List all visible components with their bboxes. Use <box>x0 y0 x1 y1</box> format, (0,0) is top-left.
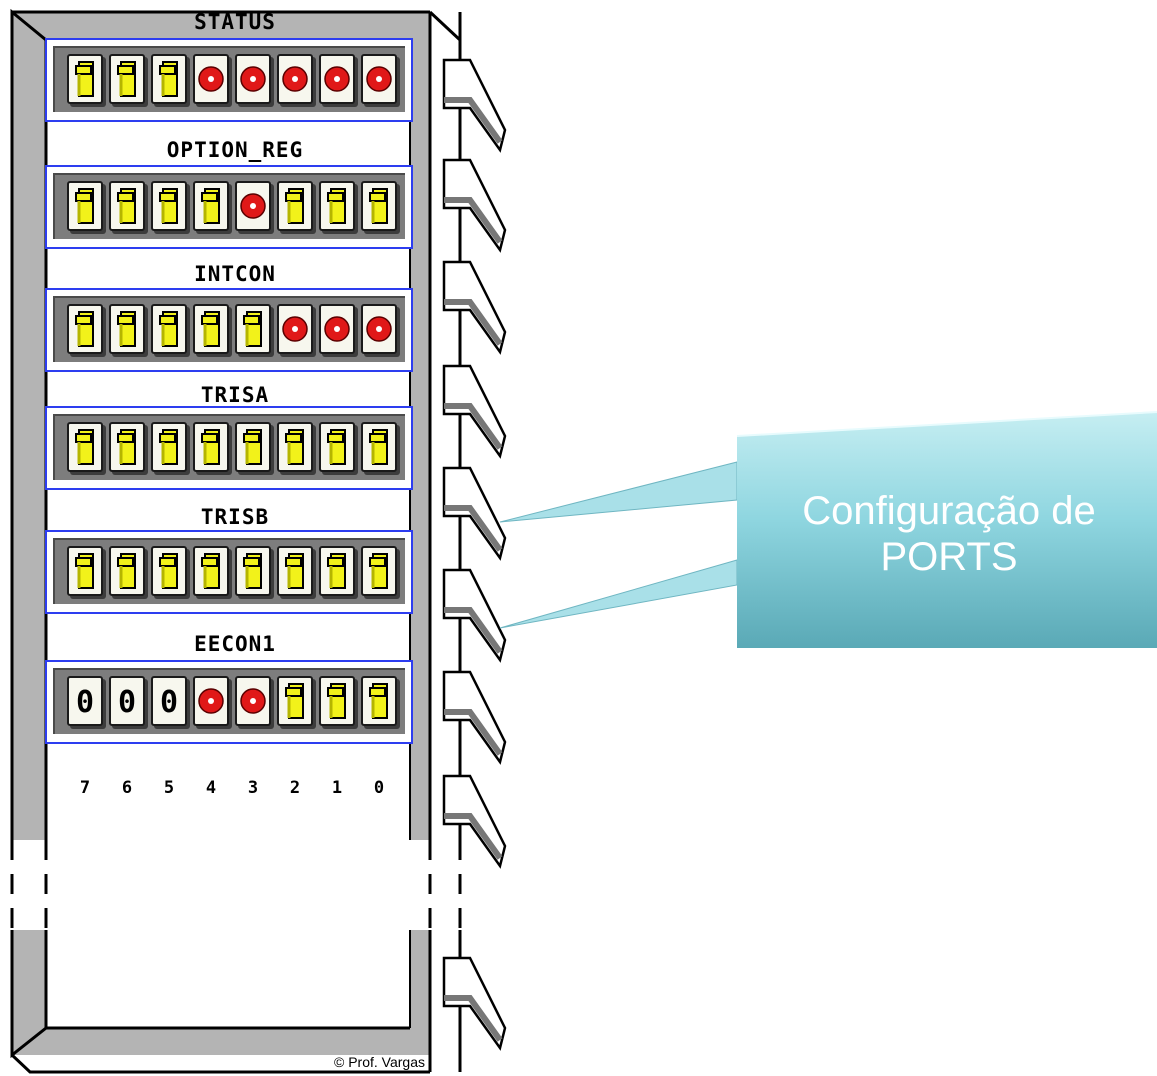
toggle-switch-icon[interactable] <box>109 546 145 596</box>
chip-break-mask <box>0 840 470 930</box>
toggle-switch-icon[interactable] <box>151 546 187 596</box>
chip-bottom-edge <box>10 1053 430 1074</box>
register-title: OPTION_REG <box>166 138 304 162</box>
toggle-switch-icon[interactable] <box>235 422 271 472</box>
red-led-icon[interactable] <box>277 304 313 354</box>
register-well <box>53 46 405 112</box>
register-box <box>45 406 413 490</box>
register-box <box>45 165 413 249</box>
toggle-switch-icon[interactable] <box>193 304 229 354</box>
bit-number-label: 6 <box>121 778 133 798</box>
callout-pointer-lower <box>499 559 738 629</box>
toggle-switch-icon[interactable] <box>151 422 187 472</box>
callout-line-2: PORTS <box>880 535 1018 579</box>
zero-bit: 0 <box>151 676 187 726</box>
bit-number-label: 0 <box>373 778 385 798</box>
toggle-switch-icon[interactable] <box>361 422 397 472</box>
toggle-switch-icon[interactable] <box>109 54 145 104</box>
toggle-switch-icon[interactable] <box>67 54 103 104</box>
callout-text: Configuração de PORTS <box>740 488 1157 580</box>
toggle-switch-icon[interactable] <box>67 422 103 472</box>
toggle-switch-icon[interactable] <box>67 546 103 596</box>
toggle-switch-icon[interactable] <box>319 422 355 472</box>
red-led-icon[interactable] <box>361 54 397 104</box>
toggle-switch-icon[interactable] <box>319 181 355 231</box>
toggle-switch-icon[interactable] <box>109 422 145 472</box>
bit-number-label: 4 <box>205 778 217 798</box>
register-well <box>53 296 405 362</box>
bit-number-label: 2 <box>289 778 301 798</box>
toggle-switch-icon[interactable] <box>277 181 313 231</box>
toggle-switch-icon[interactable] <box>319 676 355 726</box>
register-title: EECON1 <box>194 632 276 656</box>
toggle-switch-icon[interactable] <box>361 181 397 231</box>
register-well <box>53 173 405 239</box>
chip-pin <box>442 956 507 1051</box>
bit-number-label: 5 <box>163 778 175 798</box>
toggle-switch-icon[interactable] <box>67 181 103 231</box>
callout-pointer-upper <box>499 461 738 523</box>
zero-bit: 0 <box>109 676 145 726</box>
chip-pin <box>442 670 507 765</box>
register-title: TRISB <box>200 505 270 529</box>
red-led-icon[interactable] <box>235 181 271 231</box>
chip-pin <box>442 774 507 869</box>
toggle-switch-icon[interactable] <box>193 546 229 596</box>
toggle-switch-icon[interactable] <box>277 676 313 726</box>
bit-number-label: 3 <box>247 778 259 798</box>
register-title: STATUS <box>194 10 276 34</box>
red-led-icon[interactable] <box>361 304 397 354</box>
red-led-icon[interactable] <box>193 676 229 726</box>
toggle-switch-icon[interactable] <box>193 181 229 231</box>
callout-box <box>737 412 1157 648</box>
toggle-switch-icon[interactable] <box>151 304 187 354</box>
credit-text: © Prof. Vargas <box>334 1054 425 1070</box>
register-well <box>53 538 405 604</box>
toggle-switch-icon[interactable] <box>319 546 355 596</box>
chip-top-right-bevel <box>428 10 462 42</box>
toggle-switch-icon[interactable] <box>277 546 313 596</box>
register-title: INTCON <box>194 262 276 286</box>
toggle-switch-icon[interactable] <box>109 181 145 231</box>
red-led-icon[interactable] <box>277 54 313 104</box>
toggle-switch-icon[interactable] <box>193 422 229 472</box>
red-led-icon[interactable] <box>235 54 271 104</box>
bit-number-label: 1 <box>331 778 343 798</box>
chip-pin <box>442 466 507 561</box>
register-box <box>45 38 413 122</box>
register-title: TRISA <box>200 383 270 407</box>
bit-number-label: 7 <box>79 778 91 798</box>
register-box <box>45 288 413 372</box>
red-led-icon[interactable] <box>235 676 271 726</box>
toggle-switch-icon[interactable] <box>109 304 145 354</box>
toggle-switch-icon[interactable] <box>151 54 187 104</box>
toggle-switch-icon[interactable] <box>151 181 187 231</box>
red-led-icon[interactable] <box>193 54 229 104</box>
red-led-icon[interactable] <box>319 54 355 104</box>
callout-line-1: Configuração de <box>802 489 1096 533</box>
chip-pin <box>442 158 507 253</box>
chip-pin <box>442 364 507 459</box>
red-led-icon[interactable] <box>319 304 355 354</box>
register-well <box>53 414 405 480</box>
register-box <box>45 530 413 614</box>
toggle-switch-icon[interactable] <box>361 546 397 596</box>
chip-pin <box>442 260 507 355</box>
chip-pin <box>442 568 507 663</box>
toggle-switch-icon[interactable] <box>235 546 271 596</box>
chip-pin <box>442 58 507 153</box>
toggle-switch-icon[interactable] <box>67 304 103 354</box>
toggle-switch-icon[interactable] <box>361 676 397 726</box>
zero-bit: 0 <box>67 676 103 726</box>
toggle-switch-icon[interactable] <box>277 422 313 472</box>
toggle-switch-icon[interactable] <box>235 304 271 354</box>
